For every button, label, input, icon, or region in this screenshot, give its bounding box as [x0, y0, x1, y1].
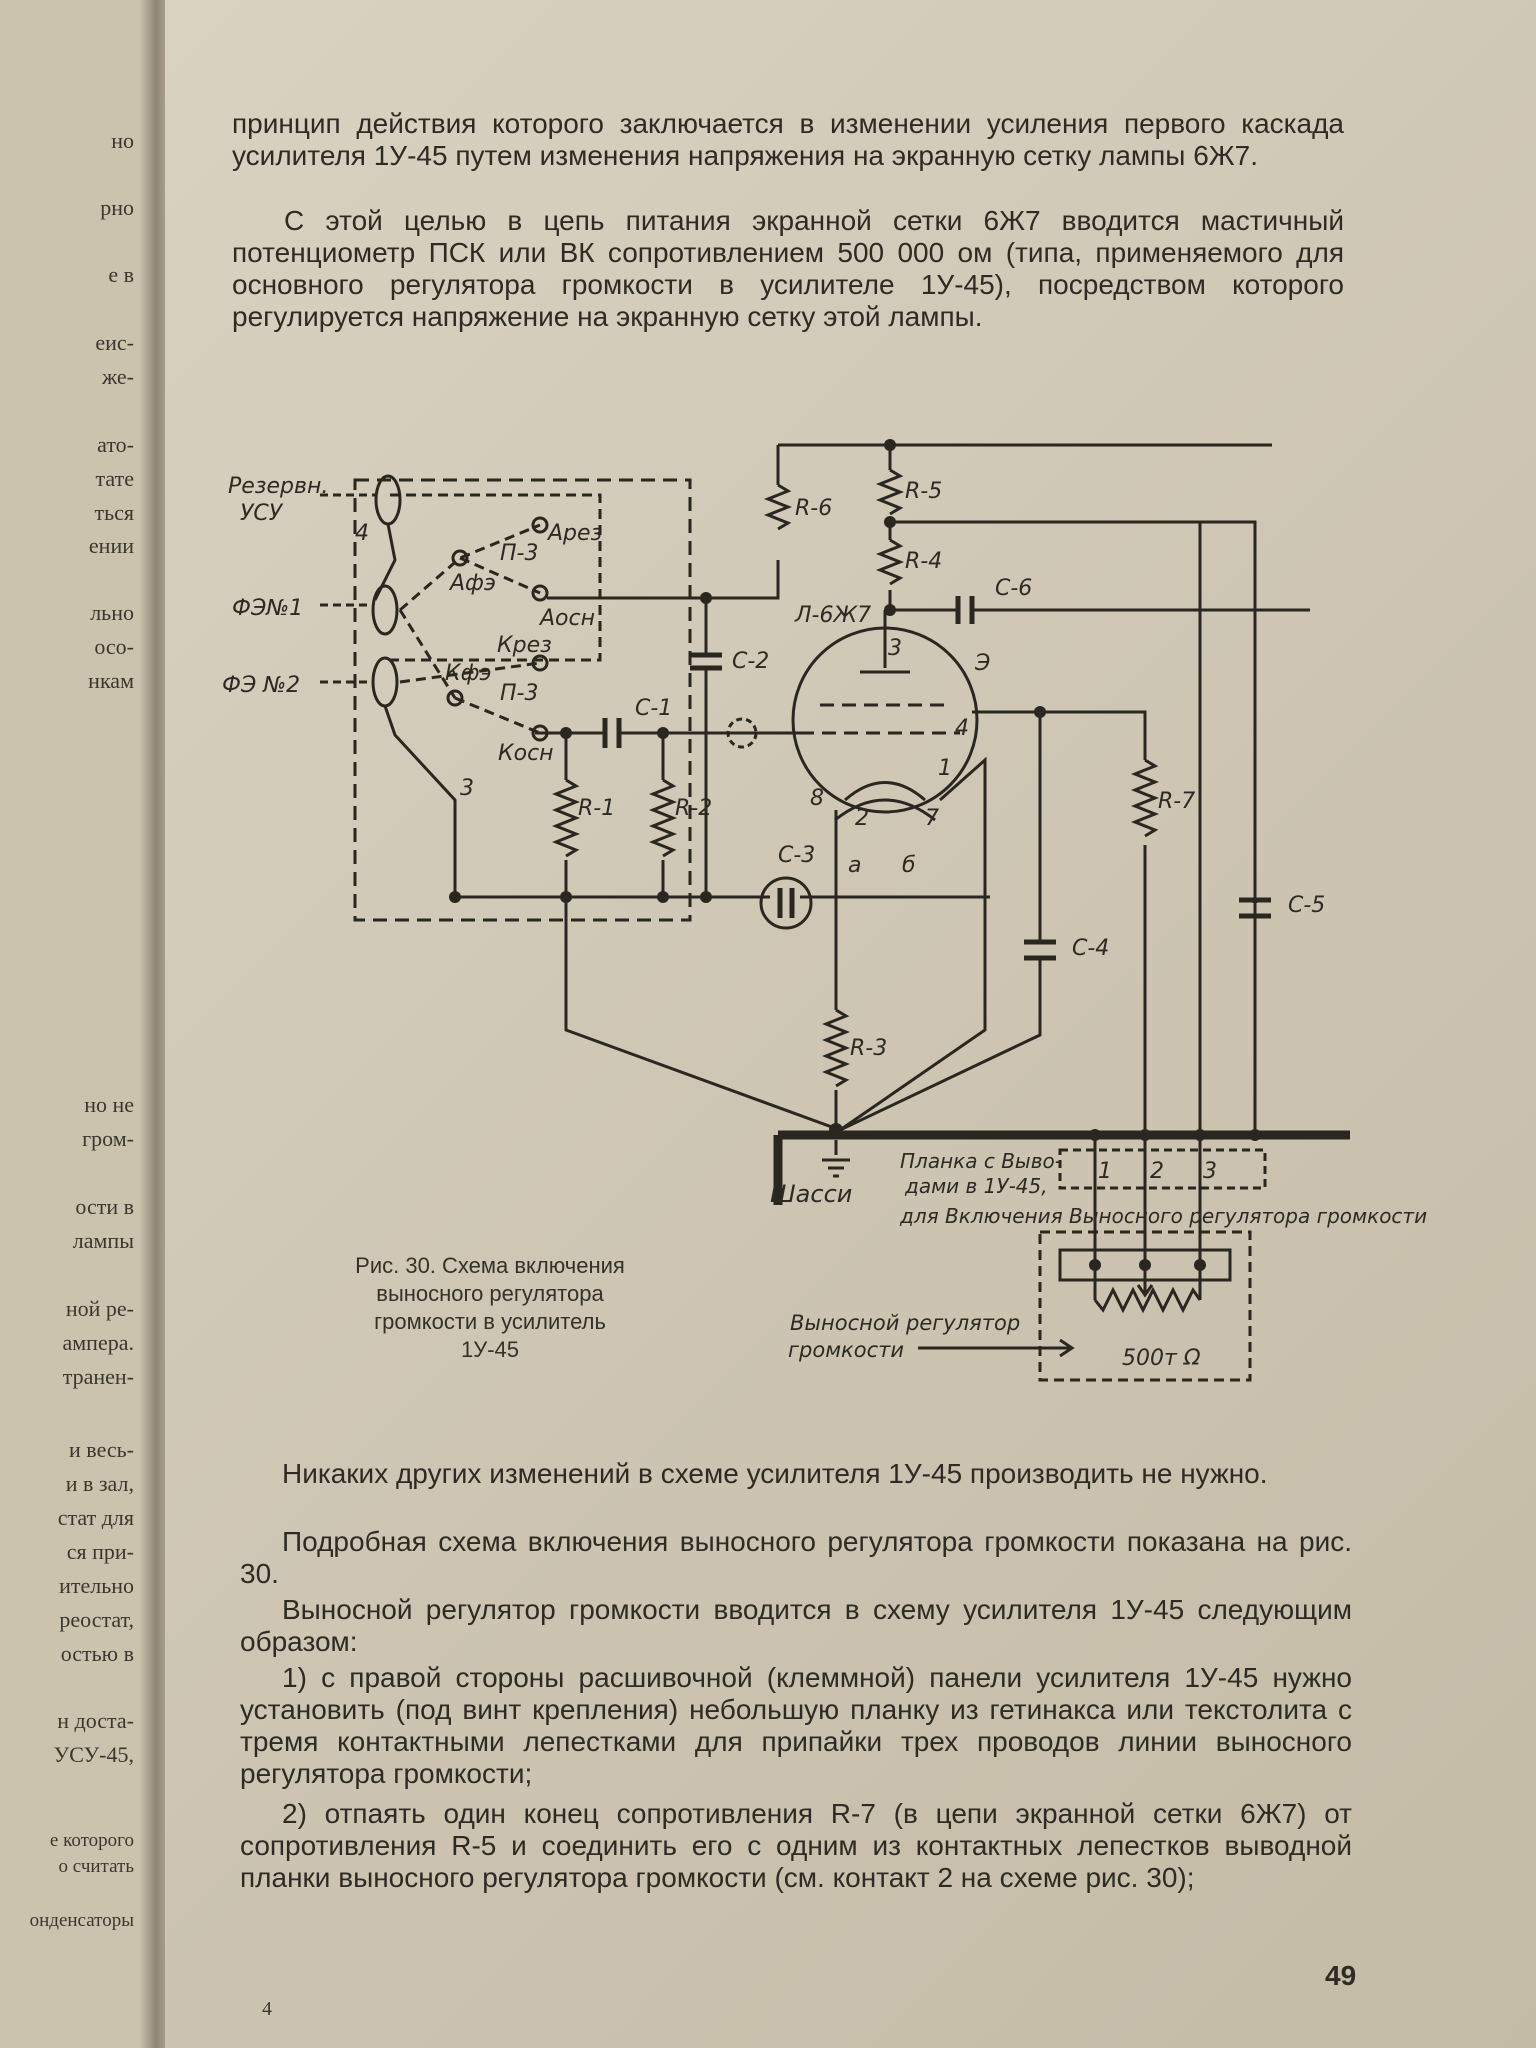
paragraph: Подробная схема включения выносного регу…	[240, 1526, 1352, 1589]
label-pin-8: 8	[810, 786, 824, 811]
label-r2: R-2	[675, 796, 712, 821]
left-fragment: лампы	[72, 1228, 134, 1253]
label-num-3: 3	[460, 776, 474, 801]
label-pin-3: 3	[888, 636, 902, 661]
left-fragment: УСУ-45,	[53, 1742, 134, 1767]
label-pin-2: 2	[855, 806, 869, 831]
left-fragment: транен-	[62, 1364, 134, 1389]
label-tube: Л-6Ж7	[794, 603, 871, 628]
left-fragment: стат для	[57, 1505, 134, 1530]
label-c6: С-6	[995, 576, 1032, 601]
left-fragment: е которого	[49, 1830, 134, 1851]
caption-line: Рис. 30. Схема включения	[355, 1253, 625, 1278]
label-r7: R-7	[1158, 789, 1195, 814]
label-r4: R-4	[905, 549, 942, 574]
left-fragment: остью в	[60, 1641, 134, 1666]
left-fragment: реостат,	[59, 1607, 134, 1632]
left-page: но рно е в еис- же- ато- тате ться ении …	[0, 0, 160, 2048]
paragraph: С этой целью в цепь питания экранной сет…	[232, 205, 1344, 332]
label-a-rez: Арез	[546, 521, 602, 546]
label-chassis: Шасси	[770, 1180, 852, 1208]
label-k-fe: Кфэ	[445, 661, 492, 686]
right-page	[165, 0, 1536, 2048]
caption-line: громкости в усилитель	[374, 1309, 606, 1334]
left-fragment: ся при-	[66, 1539, 134, 1564]
left-fragment: е в	[108, 262, 134, 287]
label-c4: С-4	[1072, 936, 1109, 961]
label-resistance: 500т Ω	[1122, 1346, 1201, 1371]
label-pin-1: 1	[938, 756, 952, 781]
label-num-4: 4	[355, 521, 369, 546]
label-p3-bottom: П-3	[500, 681, 538, 706]
page-number: 49	[1325, 1960, 1357, 1991]
left-fragment: н доста-	[57, 1708, 134, 1733]
paragraph: принцип действия которого заключается в …	[232, 108, 1344, 171]
paragraph: Выносной регулятор громкости вводится в …	[240, 1594, 1352, 1657]
left-fragment: ении	[88, 533, 134, 558]
label-r6: R-6	[795, 496, 832, 521]
label-usu: УСУ	[240, 501, 284, 526]
label-a-fe: Афэ	[448, 571, 496, 596]
label-plank-1: Планка с Выво-	[900, 1149, 1062, 1173]
left-fragment: ато-	[97, 432, 134, 457]
label-a-osn: Аосн	[538, 606, 595, 631]
left-fragment: о считать	[58, 1856, 134, 1877]
label-remote-1: Выносной регулятор	[790, 1311, 1020, 1335]
left-fragment: льно	[90, 600, 134, 625]
left-fragment: ной ре-	[65, 1296, 134, 1321]
label-c2: С-2	[732, 649, 769, 674]
label-fe2: ФЭ №2	[222, 673, 300, 698]
corner-mark: 4	[262, 1998, 272, 2020]
label-contact-1: 1	[1098, 1159, 1112, 1184]
label-c3: С-3	[778, 843, 815, 868]
paragraph: Никаких других изменений в схеме усилите…	[282, 1458, 1268, 1489]
label-r5: R-5	[905, 479, 942, 504]
label-k-osn: Косн	[498, 741, 554, 766]
left-fragment: осо-	[94, 634, 134, 659]
label-contact-3: 3	[1203, 1159, 1217, 1184]
left-fragment: же-	[101, 364, 134, 389]
label-r1: R-1	[578, 796, 615, 821]
left-fragment: ться	[94, 500, 134, 525]
label-pin-7: 7	[925, 806, 939, 831]
label-fe1: ФЭ№1	[232, 596, 303, 621]
label-plank-3: для Включения Выносного регулятора громк…	[899, 1204, 1427, 1228]
left-fragment: нкам	[88, 668, 134, 693]
left-fragment: еис-	[95, 330, 134, 355]
label-c5: С-5	[1288, 893, 1325, 918]
left-fragment: онденсаторы	[29, 1910, 134, 1931]
label-remote-2: громкости	[788, 1338, 904, 1362]
label-pin-a: а	[848, 853, 861, 878]
label-pin-e: Э	[974, 651, 990, 676]
caption-line: выносного регулятора	[376, 1281, 604, 1306]
label-pin-b: б	[902, 853, 916, 878]
left-fragment: ительно	[59, 1573, 134, 1598]
left-fragment: и в зал,	[65, 1471, 134, 1496]
label-p3-top: П-3	[500, 541, 538, 566]
left-fragment: ампера.	[62, 1330, 135, 1355]
left-fragment: тате	[95, 466, 134, 491]
left-fragment: рно	[100, 195, 134, 220]
label-reserve: Резервн.	[228, 474, 328, 499]
paragraph: 2) отпаять один конец сопротивления R-7 …	[240, 1798, 1352, 1893]
caption-line: 1У-45	[460, 1337, 519, 1362]
paragraph: 1) с правой стороны расшивочной (клеммно…	[240, 1662, 1352, 1789]
label-plank-2: дами в 1У-45,	[904, 1174, 1048, 1198]
left-fragment: гром-	[82, 1126, 134, 1151]
figure-caption: Рис. 30. Схема включения выносного регул…	[300, 1252, 680, 1364]
label-c1: С-1	[635, 696, 672, 721]
label-contact-2: 2	[1150, 1159, 1164, 1184]
label-pin-4: 4	[955, 716, 969, 741]
label-r3: R-3	[850, 1036, 887, 1061]
left-fragment: но не	[84, 1092, 134, 1117]
label-k-rez: Крез	[497, 633, 552, 658]
left-fragment: и весь-	[69, 1437, 134, 1462]
left-fragment: ости в	[75, 1194, 134, 1219]
left-fragment: но	[111, 128, 134, 153]
